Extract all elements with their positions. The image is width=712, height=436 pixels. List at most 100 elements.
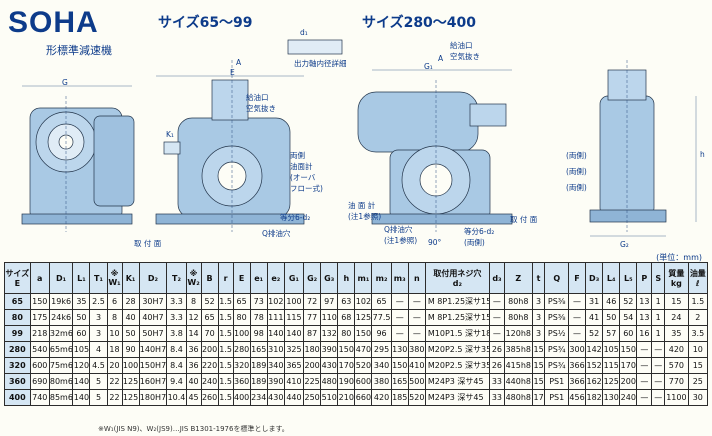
table-cell: 600 xyxy=(29,357,50,374)
unit-label: (単位：mm) xyxy=(656,253,702,262)
table-cell: — xyxy=(488,325,505,342)
col-header: Q xyxy=(544,262,569,294)
table-cell: 5 xyxy=(89,373,108,390)
tap-cell: M20P2.5 深サ35 xyxy=(424,357,490,374)
col-header: ※ W₁ xyxy=(106,262,123,294)
table-cell: — xyxy=(390,309,409,326)
table-cell: 70 xyxy=(200,325,219,342)
table-cell: 140 xyxy=(266,325,285,342)
table-cell: 30 xyxy=(687,389,709,406)
table-cell: 3 xyxy=(531,309,546,326)
table-cell: 24 xyxy=(664,309,689,326)
size-range-large: サイズ280～400 xyxy=(362,15,477,31)
table-cell: 366 xyxy=(567,357,587,374)
table-cell: 152 xyxy=(585,357,604,374)
table-cell: 18 xyxy=(106,341,123,358)
table-cell: 97 xyxy=(320,293,339,310)
tap-cell: M10P1.5 深サ18 xyxy=(424,325,490,342)
page-title: SOHA xyxy=(8,6,99,39)
col-header: E xyxy=(232,262,251,294)
table-cell: 218 xyxy=(29,325,50,342)
table-cell: — xyxy=(636,373,653,390)
table-cell: 19k6 xyxy=(48,293,74,310)
table-cell: 280 xyxy=(232,341,251,358)
table-cell: 57 xyxy=(602,325,621,342)
table-cell: 8 xyxy=(185,293,202,310)
table-cell: 150 xyxy=(337,341,356,358)
table-cell: 1.5 xyxy=(217,325,234,342)
table-cell: PS¾ xyxy=(544,341,569,358)
table-cell: 456 xyxy=(567,389,587,406)
col-header: m₂ xyxy=(371,262,392,294)
label-holes: 等分6-d₂ xyxy=(280,213,311,222)
table-cell: 65 xyxy=(371,293,392,310)
table-cell: 170 xyxy=(619,357,638,374)
table-cell: 16 xyxy=(636,325,653,342)
table-cell: 100 xyxy=(232,325,251,342)
table-cell: 65 xyxy=(232,293,251,310)
table-cell: 63 xyxy=(337,293,356,310)
dim-g: G xyxy=(62,78,68,87)
table-cell: — xyxy=(567,309,587,326)
table-cell: 65 xyxy=(200,309,219,326)
table-cell: 180H7 xyxy=(138,389,168,406)
table-cell: 115 xyxy=(602,357,621,374)
table-cell: 26 xyxy=(488,357,505,374)
table-cell: 125 xyxy=(602,373,621,390)
table-cell: — xyxy=(651,341,666,358)
size-cell: 400 xyxy=(4,389,31,406)
label-90deg: 90° xyxy=(428,238,442,247)
table-cell: 500 xyxy=(407,373,426,390)
table-cell: 140H7 xyxy=(138,341,168,358)
table-cell: 22 xyxy=(106,389,123,406)
table-cell: 80 xyxy=(337,325,356,342)
table-cell: 125 xyxy=(121,389,140,406)
table-cell: 30H7 xyxy=(138,293,168,310)
table-cell: 170 xyxy=(337,357,356,374)
table-cell: 9.4 xyxy=(166,373,187,390)
table-cell: 325 xyxy=(283,341,305,358)
table-cell: 115 xyxy=(283,309,305,326)
table-cell: 390 xyxy=(266,373,285,390)
col-header: 質量 kg xyxy=(664,262,689,294)
col-header: t xyxy=(531,262,546,294)
page-subtitle: 形標準減速機 xyxy=(46,44,112,57)
table-cell: 600 xyxy=(354,373,373,390)
table-cell: 140 xyxy=(72,389,91,406)
table-cell: 260 xyxy=(200,389,219,406)
table-cell: 52 xyxy=(619,293,638,310)
table-cell: 400 xyxy=(232,389,251,406)
table-cell: 240 xyxy=(200,373,219,390)
table-cell: 1.5 xyxy=(217,341,234,358)
table-cell: 2.5 xyxy=(89,293,108,310)
table-cell: 150 xyxy=(619,341,638,358)
label-vent-large: 給油口 空気抜き xyxy=(450,41,480,61)
label-drain-large: Q排油穴 (注1参照) xyxy=(384,225,418,245)
table-cell: 60 xyxy=(619,325,638,342)
table-cell: — xyxy=(567,293,587,310)
table-cell: 3.5 xyxy=(687,325,709,342)
col-header: G₃ xyxy=(320,262,339,294)
table-cell: 3 xyxy=(89,309,108,326)
table-cell: 410 xyxy=(283,373,305,390)
size-cell: 280 xyxy=(4,341,31,358)
col-header: L₅ xyxy=(619,262,638,294)
table-cell: 162 xyxy=(585,373,604,390)
table-cell: 320 xyxy=(232,357,251,374)
table-cell: 105 xyxy=(72,341,91,358)
reducer-front-view-small xyxy=(155,79,305,225)
table-cell: 73 xyxy=(249,293,268,310)
table-cell: 210 xyxy=(337,389,356,406)
col-header: K₁ xyxy=(121,262,140,294)
label-oil-gauge-large: 油 面 計 (注1参照) xyxy=(348,201,382,221)
table-cell: 140 xyxy=(283,325,305,342)
table-cell: 160H7 xyxy=(138,373,168,390)
table-cell: — xyxy=(651,357,666,374)
table-cell: 40H7 xyxy=(138,309,168,326)
table-cell: 150 xyxy=(354,325,373,342)
